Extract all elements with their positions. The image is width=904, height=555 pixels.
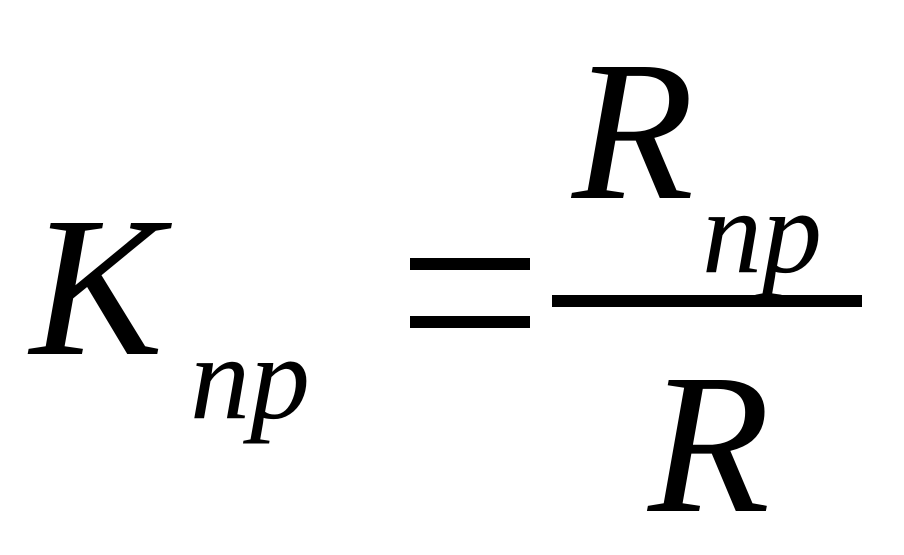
numerator-subscript: np xyxy=(702,165,822,298)
numerator-symbol: R xyxy=(572,21,695,242)
fraction-bar xyxy=(552,295,862,307)
lhs-subscript: np xyxy=(190,311,310,444)
equals-bar-bottom xyxy=(410,316,530,328)
equals-bar-top xyxy=(410,258,530,270)
equals-sign xyxy=(410,258,530,328)
denominator-symbol: R xyxy=(648,334,771,555)
lhs-symbol: K xyxy=(30,177,164,398)
